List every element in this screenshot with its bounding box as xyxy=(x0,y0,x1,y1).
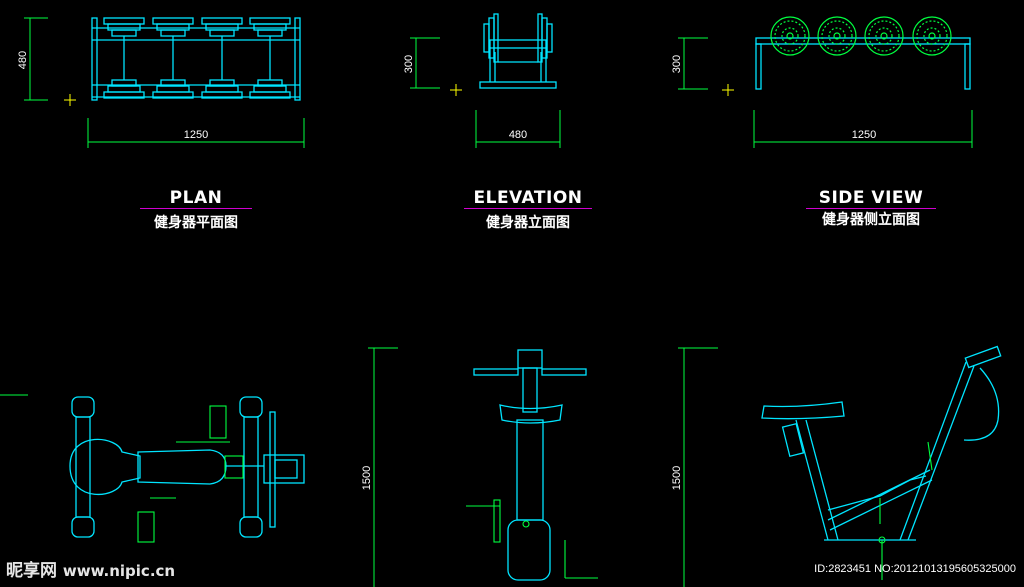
side-plates xyxy=(770,16,952,56)
side-height-dim: 300 xyxy=(671,55,683,73)
watermark-id: ID:2823451 NO:20121013195605325000 xyxy=(814,563,1016,575)
bike-side-dimension xyxy=(678,347,718,587)
watermark-logo: 昵享网 www.nipic.cn xyxy=(6,556,175,581)
elevation-view xyxy=(479,13,557,89)
side-view xyxy=(755,37,971,90)
elevation-title-underline xyxy=(464,208,592,209)
plan-depth-dim: 480 xyxy=(17,51,29,69)
plan-title: PLAN xyxy=(169,188,223,208)
elev-height-dim: 300 xyxy=(403,55,415,73)
plan-width-dim: 1250 xyxy=(184,129,208,141)
bike-side-details xyxy=(878,441,933,580)
plan-subtitle: 健身器平面图 xyxy=(154,215,238,231)
plan-dimensions xyxy=(24,17,305,148)
elev-width-dim: 480 xyxy=(509,129,527,141)
plan-title-underline xyxy=(140,208,252,209)
side-view-title: SIDE VIEW xyxy=(818,188,924,208)
side-view-title-underline xyxy=(806,208,936,209)
bike-front-cranks xyxy=(466,499,598,579)
side-view-subtitle: 健身器侧立面图 xyxy=(822,212,920,228)
bike-plan-pedals xyxy=(137,405,244,543)
bike-front-height-dim: 1500 xyxy=(361,466,373,490)
side-width-dim: 1250 xyxy=(852,129,876,141)
bike-front-dimension xyxy=(368,347,398,587)
elevation-origin-marker xyxy=(450,84,462,96)
dumbbell-plates xyxy=(103,17,291,99)
side-dimensions xyxy=(678,37,973,148)
watermark-logo-text: 昵享网 xyxy=(6,561,57,581)
side-origin-marker xyxy=(722,84,734,96)
elevation-title: ELEVATION xyxy=(473,188,583,208)
elevation-dimensions xyxy=(410,37,561,148)
plan-view xyxy=(91,17,301,101)
bike-side-height-dim: 1500 xyxy=(671,466,683,490)
plan-origin-marker xyxy=(64,94,76,106)
bike-front-view xyxy=(473,349,587,581)
watermark-url: www.nipic.cn xyxy=(62,562,176,580)
elevation-subtitle: 健身器立面图 xyxy=(486,215,570,231)
bike-side-view xyxy=(761,345,1002,541)
bike-plan-view xyxy=(69,396,305,538)
